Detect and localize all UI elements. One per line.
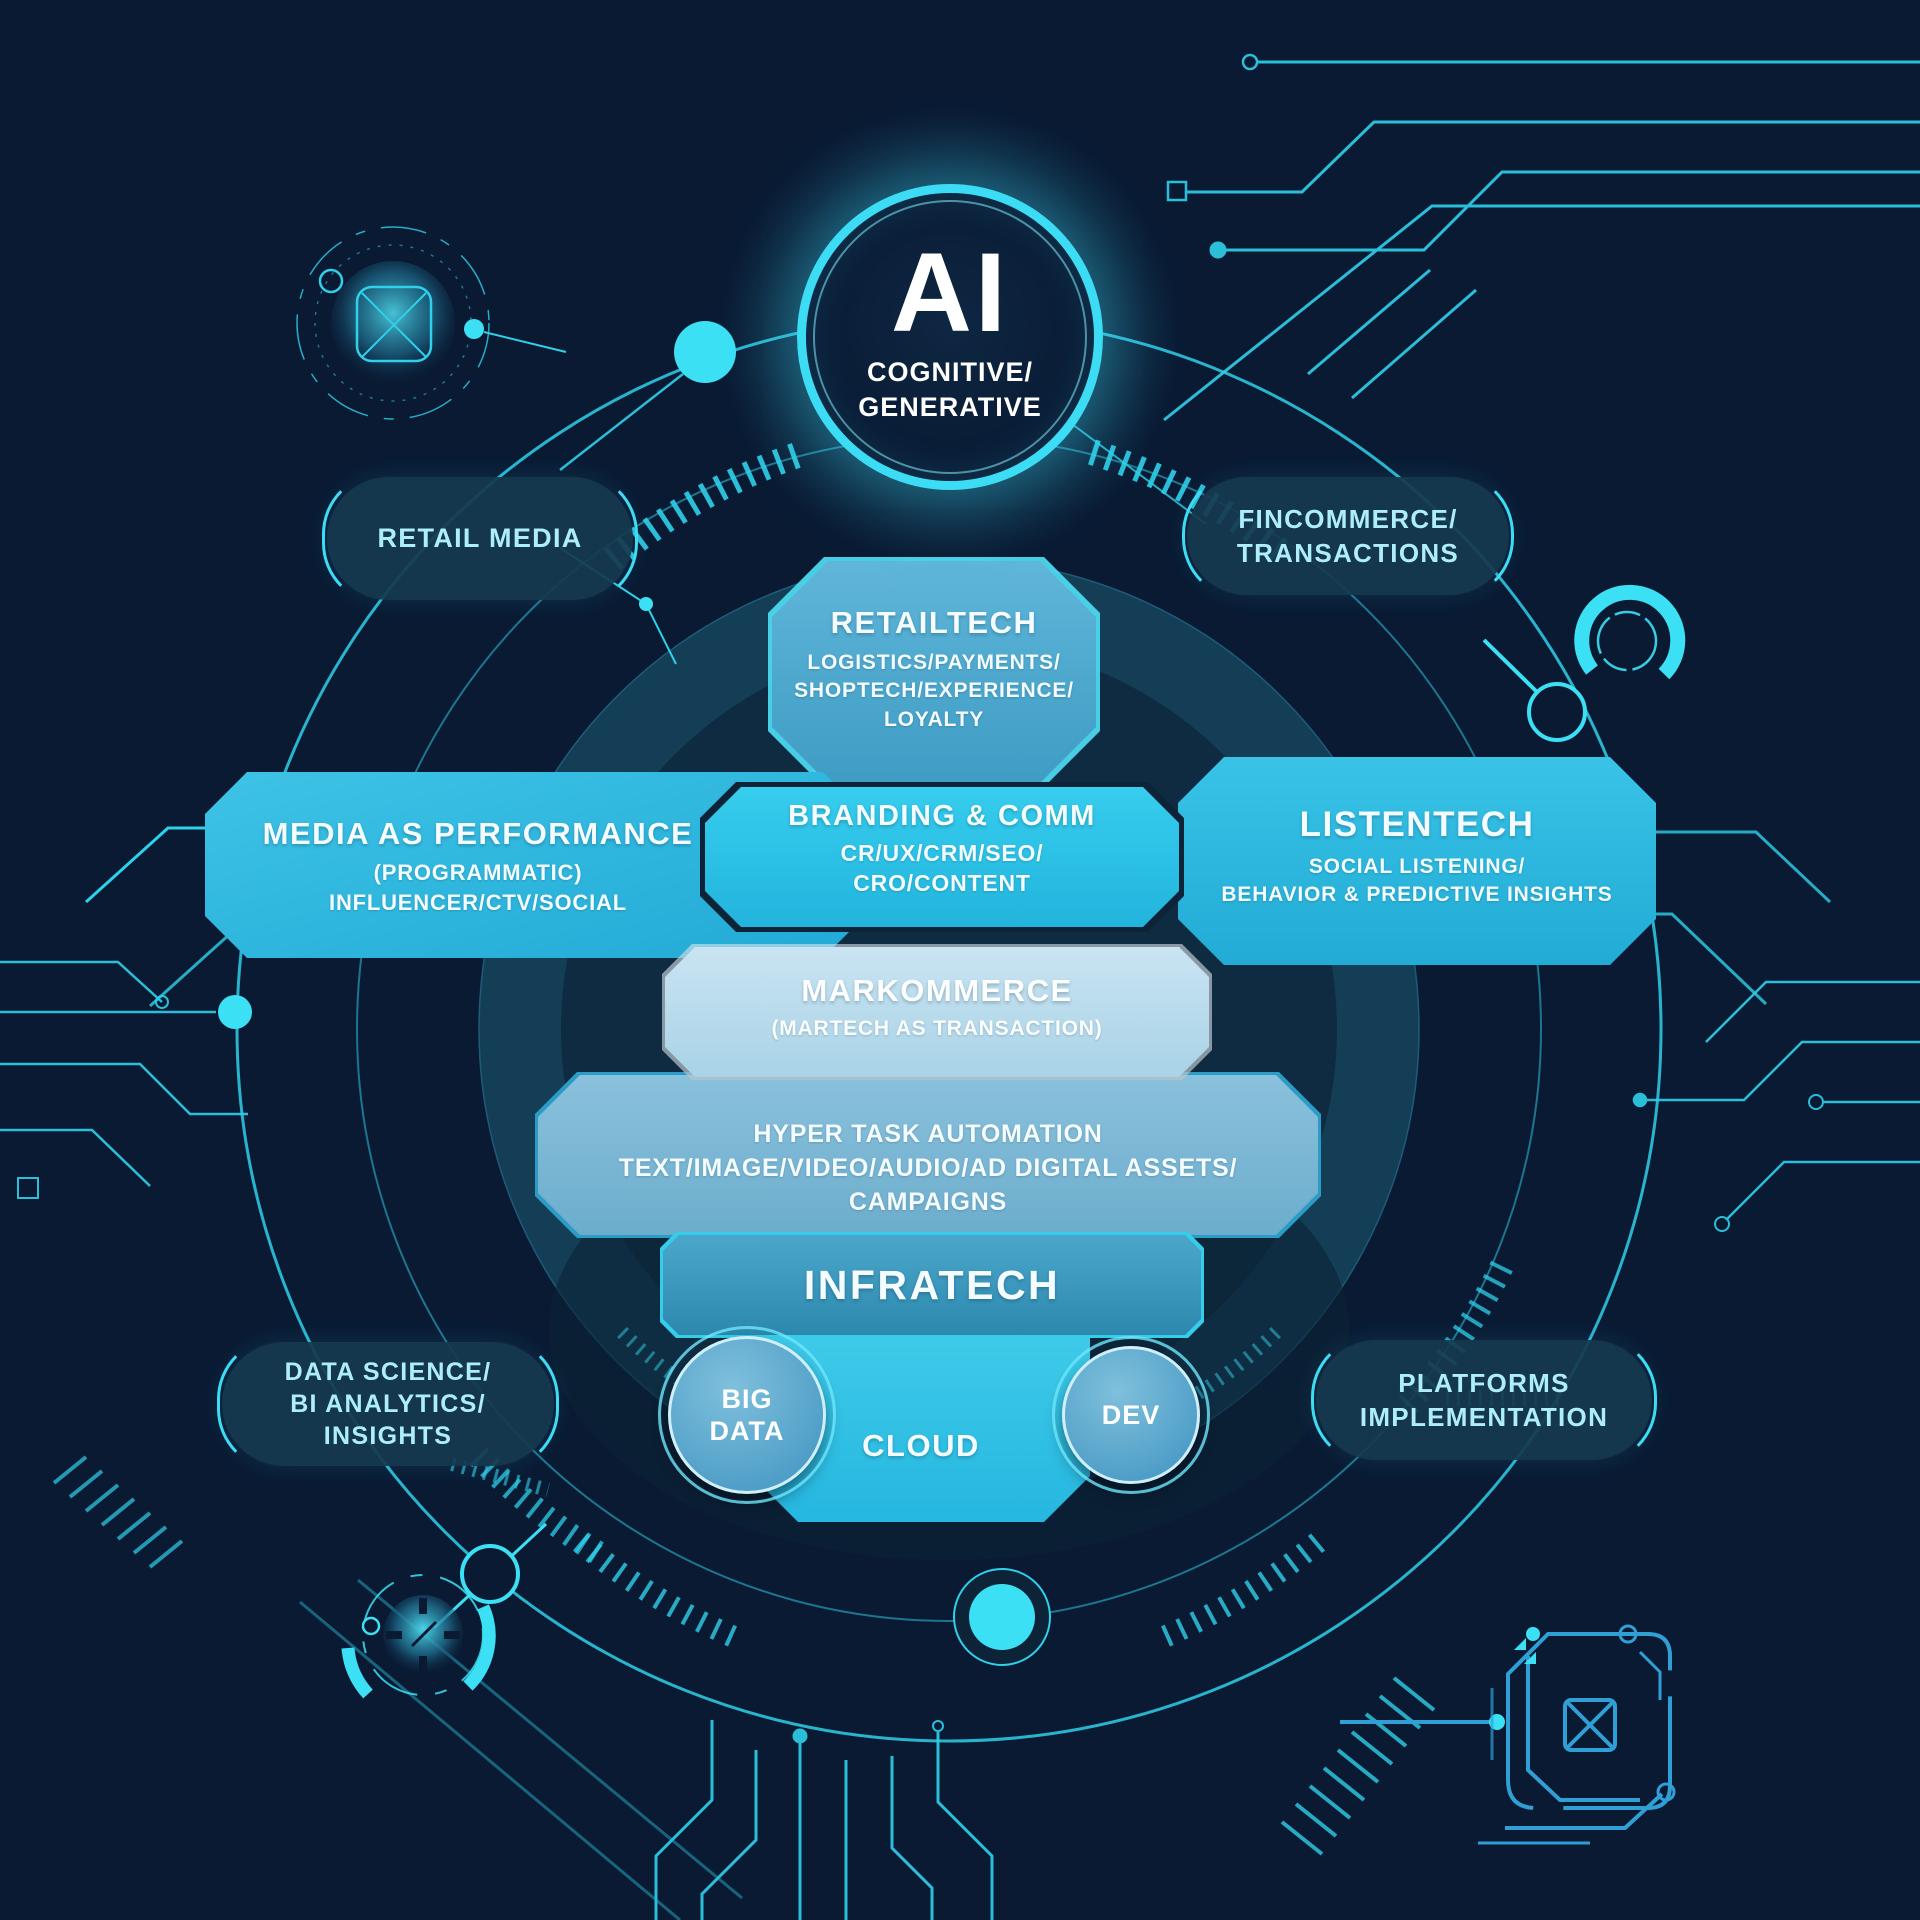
pill-retail-media-label: RETAIL MEDIA [377,523,583,553]
panel-markommerce-line1: (MARTECH AS TRANSACTION) [771,1017,1103,1040]
panel-hyper-line2: TEXT/IMAGE/VIDEO/AUDIO/AD DIGITAL ASSETS… [618,1154,1238,1182]
panel-retailtech-line3: LOYALTY [883,707,985,731]
ring-node-dot-bottom-right [969,1584,1035,1650]
pill-data-science-line1: DATA SCIENCE/ [284,1358,492,1386]
hatch-band-bottom-right [1280,1676,1436,1856]
ai-subtitle-line2: GENERATIVE [858,392,1042,423]
panel-hyper-line1: HYPER TASK AUTOMATION [753,1120,1103,1148]
panel-listentech-line1: SOCIAL LISTENING/ [1308,855,1526,878]
panel-branding-comm: BRANDING & COMM CR/UX/CRM/SEO/ CRO/CONTE… [700,782,1184,932]
node-big-data-line1: BIG [721,1383,773,1414]
target-icon [341,1522,548,1699]
panel-listentech-title: LISTENTECH [1299,805,1535,844]
panel-hyper-line3: CAMPAIGNS [848,1188,1008,1216]
circuit-traces-right [1632,980,1920,1232]
pill-platforms-line1: PLATFORMS [1398,1367,1570,1398]
pill-fincommerce-line2: TRANSACTIONS [1236,538,1460,568]
ring-node-dot-top [674,321,736,383]
pill-fincommerce: FINCOMMERCE/ TRANSACTIONS [1182,472,1514,600]
panel-listentech-line2: BEHAVIOR & PREDICTIVE INSIGHTS [1221,883,1613,907]
pill-fincommerce-line1: FINCOMMERCE/ [1238,503,1458,534]
node-dev-label: DEV [1101,1399,1161,1430]
panel-infratech: INFRATECH [660,1232,1204,1338]
panel-branding-title: BRANDING & COMM [788,800,1096,832]
panel-infratech-title: INFRATECH [803,1261,1061,1308]
node-big-data: BIG DATA [658,1326,836,1504]
node-dev: DEV [1052,1336,1210,1494]
pill-data-science: DATA SCIENCE/ BI ANALYTICS/ INSIGHTS [217,1337,559,1471]
panel-retailtech-title: RETAILTECH [830,605,1038,640]
pill-platforms-line2: IMPLEMENTATION [1359,1402,1609,1432]
ring-node-dot-left [218,995,252,1029]
panel-retailtech-line2: SHOPTECH/EXPERIENCE/ [794,679,1074,703]
panel-media-title: MEDIA AS PERFORMANCE [262,816,694,851]
pill-platforms: PLATFORMS IMPLEMENTATION [1311,1335,1657,1465]
panel-cloud-label: CLOUD [862,1428,980,1463]
panel-retailtech: RETAILTECH LOGISTICS/PAYMENTS/ SHOPTECH/… [768,557,1100,787]
circuit-traces-left [0,960,248,1199]
pill-data-science-line2: BI ANALYTICS/ [290,1390,486,1418]
pill-retail-media: RETAIL MEDIA [322,472,638,605]
panel-markommerce-title: MARKOMMERCE [801,973,1073,1008]
ai-core-badge: AI COGNITIVE/ GENERATIVE [797,184,1103,490]
panel-listentech: LISTENTECH SOCIAL LISTENING/ BEHAVIOR & … [1178,757,1656,965]
orb-icon [296,226,567,420]
panel-media-line1: (PROGRAMMATIC) [373,860,583,885]
panel-branding-line1: CR/UX/CRM/SEO/ [840,840,1044,866]
pill-data-science-line3: INSIGHTS [323,1422,453,1450]
ai-subtitle-line1: COGNITIVE/ [866,357,1033,387]
panel-markommerce: MARKOMMERCE (MARTECH AS TRANSACTION) [662,944,1212,1080]
ring-icon [1482,584,1686,742]
panel-branding-line2: CRO/CONTENT [853,869,1031,896]
panel-media-line2: INFLUENCER/CTV/SOCIAL [329,890,627,916]
node-big-data-line2: DATA [709,1416,785,1446]
circuit-traces-top-right [1163,53,1920,422]
hatch-band-bottom-left [52,1455,184,1569]
panel-retailtech-line1: LOGISTICS/PAYMENTS/ [807,651,1061,674]
panel-hyper-automation: HYPER TASK AUTOMATION TEXT/IMAGE/VIDEO/A… [535,1072,1321,1238]
ai-title: AI [891,230,1009,355]
chip-icon [1340,1624,1676,1845]
node-dots [218,321,1051,1666]
